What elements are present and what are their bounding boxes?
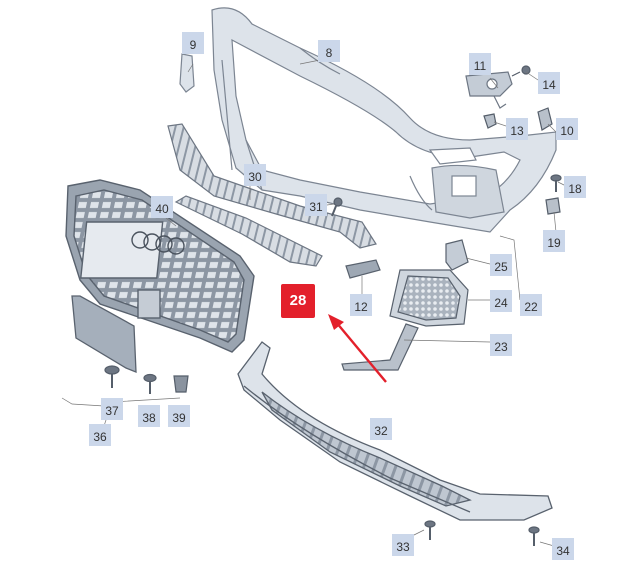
callout-36: 36: [89, 424, 111, 446]
callout-9: 9: [182, 32, 204, 54]
screw-34: [528, 526, 540, 546]
clip-19: [545, 197, 561, 215]
callout-32: 32: [370, 418, 392, 440]
callout-8: 8: [318, 40, 340, 62]
screw-33: [424, 520, 436, 540]
screw-31: [331, 197, 343, 217]
lower-spoiler-32: [237, 341, 553, 521]
callout-31: 31: [305, 194, 327, 216]
bracket-11: [465, 71, 513, 109]
radiator-grille-40: [65, 179, 255, 353]
audi-rings-logo: [131, 231, 185, 255]
bracket-10: [537, 107, 553, 131]
grille-insert-24: [389, 269, 469, 327]
callout-23: 23: [490, 334, 512, 356]
callout-39: 39: [168, 405, 190, 427]
callout-40: 40: [151, 196, 173, 218]
callout-19: 19: [543, 230, 565, 252]
grille-mount-30: [167, 123, 377, 249]
cover-12: [345, 259, 381, 279]
screw-14: [511, 65, 531, 77]
callout-37: 37: [101, 398, 123, 420]
clip-39: [173, 375, 189, 393]
bumper-cover: [211, 7, 557, 233]
callout-13: 13: [506, 118, 528, 140]
callout-14: 14: [538, 72, 560, 94]
callout-22: 22: [520, 294, 542, 316]
callout-25: 25: [490, 254, 512, 276]
bracket-9: [179, 53, 195, 93]
bracket-25: [445, 239, 469, 271]
callout-38: 38: [138, 405, 160, 427]
callout-33: 33: [392, 534, 414, 556]
callout-30: 30: [244, 164, 266, 186]
license-plate-bracket-36: [71, 295, 137, 373]
callout-24: 24: [490, 290, 512, 312]
trim-strip-28: [174, 195, 323, 267]
screw-37: [104, 365, 120, 388]
callout-12: 12: [350, 294, 372, 316]
highlighted-part-28-label: 28: [281, 284, 315, 318]
callout-18: 18: [564, 176, 586, 198]
trim-23: [341, 323, 419, 371]
callout-11: 11: [469, 53, 491, 75]
callout-34: 34: [552, 538, 574, 560]
screw-18: [550, 174, 562, 192]
clip-13: [483, 113, 497, 129]
red-pointer-arrow: [328, 314, 387, 383]
screw-38: [143, 373, 157, 394]
callout-10: 10: [556, 118, 578, 140]
